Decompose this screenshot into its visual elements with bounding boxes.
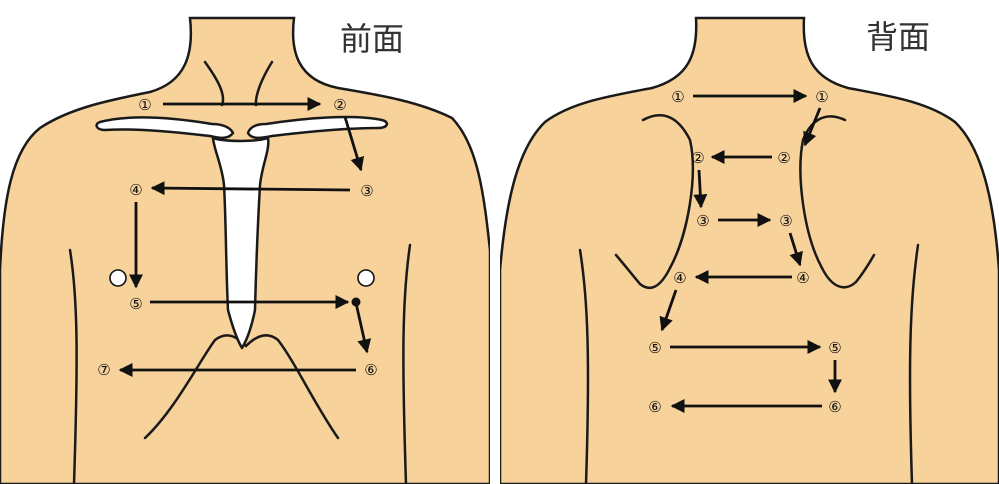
back-arrow-2-3 <box>693 169 708 209</box>
front-reference-circle-left <box>109 269 127 287</box>
back-point-label: ② <box>691 149 704 167</box>
front-neck-line-left <box>203 60 225 107</box>
front-right-clavicle <box>246 115 389 140</box>
back-arrow-1-2 <box>803 107 822 147</box>
front-point-label: ① <box>138 96 151 114</box>
front-arrow-3-4 <box>150 181 351 196</box>
front-left-arm-contour <box>68 248 78 484</box>
back-point-label: ⑥ <box>828 398 841 416</box>
back-arrow-4-5 <box>659 289 678 332</box>
back-point-label: ① <box>671 88 684 106</box>
back-right-arm-contour <box>908 243 920 484</box>
front-view-panel: 前面 ① ② ③ ④ ⑤ ⑥ ⑦ <box>0 0 490 484</box>
back-point-label: ④ <box>673 269 686 287</box>
front-point-label: ③ <box>360 182 373 200</box>
front-torso-diagram: 前面 ① ② ③ ④ ⑤ ⑥ ⑦ <box>0 16 490 484</box>
front-point-label: ⑤ <box>129 295 142 313</box>
back-arrow-3-4 <box>788 232 803 267</box>
front-point-label: ④ <box>129 181 142 199</box>
front-point-label: ⑦ <box>97 361 110 379</box>
back-point-label: ④ <box>796 269 809 287</box>
back-point-label: ③ <box>696 212 709 230</box>
back-left-arm-contour <box>578 248 590 484</box>
back-left-scapula <box>614 114 695 289</box>
front-title: 前面 <box>340 20 404 58</box>
back-point-label: ⑤ <box>828 339 841 357</box>
back-point-label: ② <box>777 149 790 167</box>
back-view-panel: 背面 ① ① ② ② ③ ③ ④ ④ ⑤ ⑤ ⑥ ⑥ <box>500 0 999 484</box>
front-reference-circle-right <box>357 269 375 287</box>
back-point-label: ⑤ <box>648 339 661 357</box>
front-sternum <box>211 136 270 350</box>
front-left-clavicle <box>95 116 235 140</box>
front-point-label: ⑥ <box>364 361 377 379</box>
back-point-label: ③ <box>779 212 792 230</box>
back-point-label: ⑥ <box>648 398 661 416</box>
back-point-label: ① <box>815 88 828 106</box>
back-body-silhouette <box>500 16 999 484</box>
front-arrow-2-3 <box>343 116 365 172</box>
front-point-label: ② <box>333 96 346 114</box>
front-right-arm-contour <box>402 243 412 484</box>
front-arrow-marker-6 <box>354 302 372 354</box>
back-title: 背面 <box>866 18 930 56</box>
front-marker-dot <box>351 297 361 307</box>
front-ribcage-line <box>143 334 340 440</box>
back-right-scapula <box>799 115 876 289</box>
back-torso-diagram: 背面 ① ① ② ② ③ ③ ④ ④ ⑤ ⑤ ⑥ ⑥ <box>500 16 999 484</box>
front-neck-line-right <box>254 60 274 107</box>
